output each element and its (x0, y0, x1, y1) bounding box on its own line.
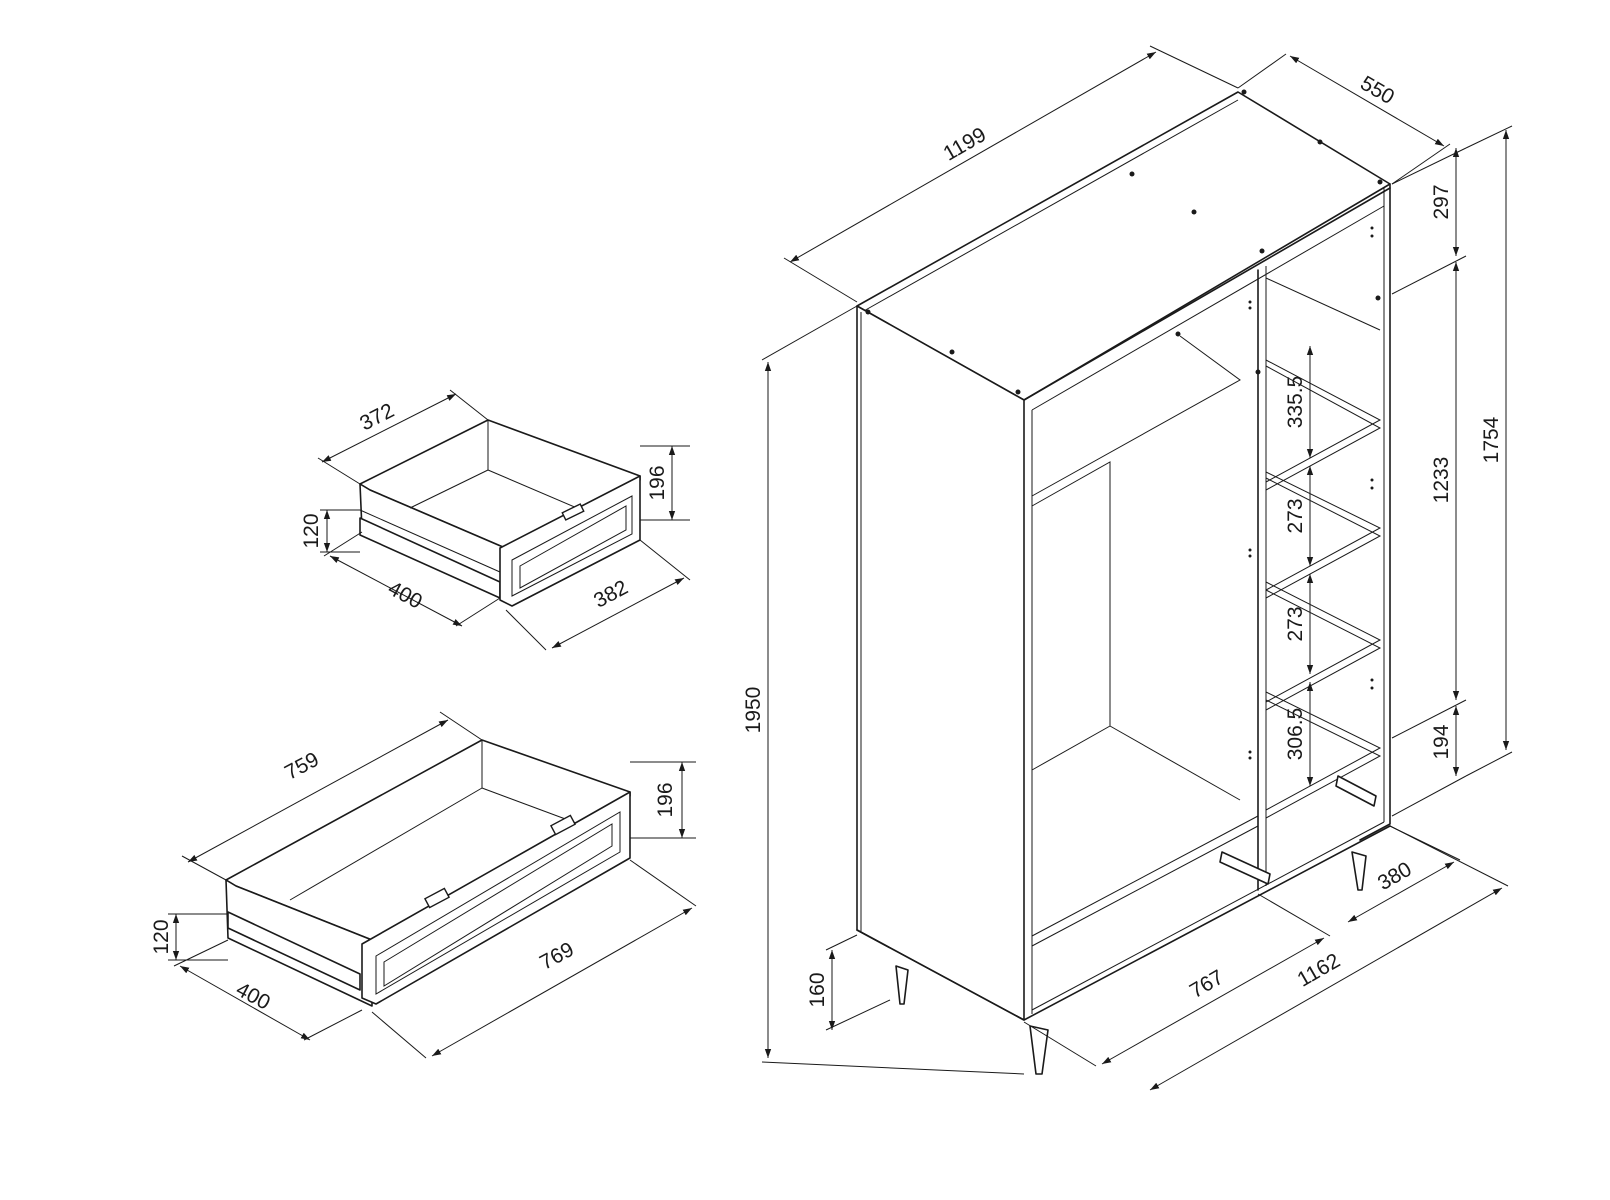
small-drawer-width-label: 400 (384, 577, 426, 614)
shelf-gap-3-label: 273 (1284, 606, 1307, 641)
shelf-gap-2-label: 273 (1284, 498, 1307, 533)
large-drawer-side-height-label: 120 (150, 919, 173, 954)
inner-width-label: 1162 (1293, 949, 1344, 992)
large-drawer-depth-label: 759 (281, 748, 323, 785)
small-drawer-side-height-label: 120 (300, 513, 323, 548)
small-drawer-front-width-label: 382 (590, 576, 632, 613)
shelf-gap-4-label: 306.5 (1284, 708, 1307, 761)
shelf-gap-1-label: 335.5 (1284, 376, 1307, 429)
inner-height-label: 1233 (1430, 457, 1453, 504)
bottom-clearance-label: 194 (1430, 724, 1453, 759)
large-drawer-width-label: 400 (232, 978, 274, 1015)
small-drawer-height-label: 196 (646, 465, 669, 500)
right-shelves (1265, 359, 1382, 819)
wardrobe-width-label: 1199 (939, 123, 990, 166)
body-height-label: 1754 (1480, 416, 1503, 463)
left-section-width-label: 767 (1186, 966, 1228, 1003)
large-drawer-front-width-label: 769 (536, 938, 578, 975)
wardrobe: 1199 550 1950 160 297 1233 194 1754 (742, 45, 1513, 1091)
large-drawer: 759 196 120 400 769 (150, 711, 697, 1059)
wardrobe-leg-height-label: 160 (806, 972, 829, 1007)
wardrobe-height-label: 1950 (742, 687, 765, 734)
hinge-dots (1248, 226, 1374, 760)
small-drawer-depth-label: 372 (356, 399, 398, 435)
top-to-shelf-label: 297 (1430, 184, 1453, 219)
small-drawer: 372 196 120 400 382 (300, 389, 691, 651)
wardrobe-depth-label: 550 (1356, 72, 1398, 109)
large-drawer-height-label: 196 (654, 782, 677, 817)
right-section-width-label: 380 (1374, 858, 1416, 895)
